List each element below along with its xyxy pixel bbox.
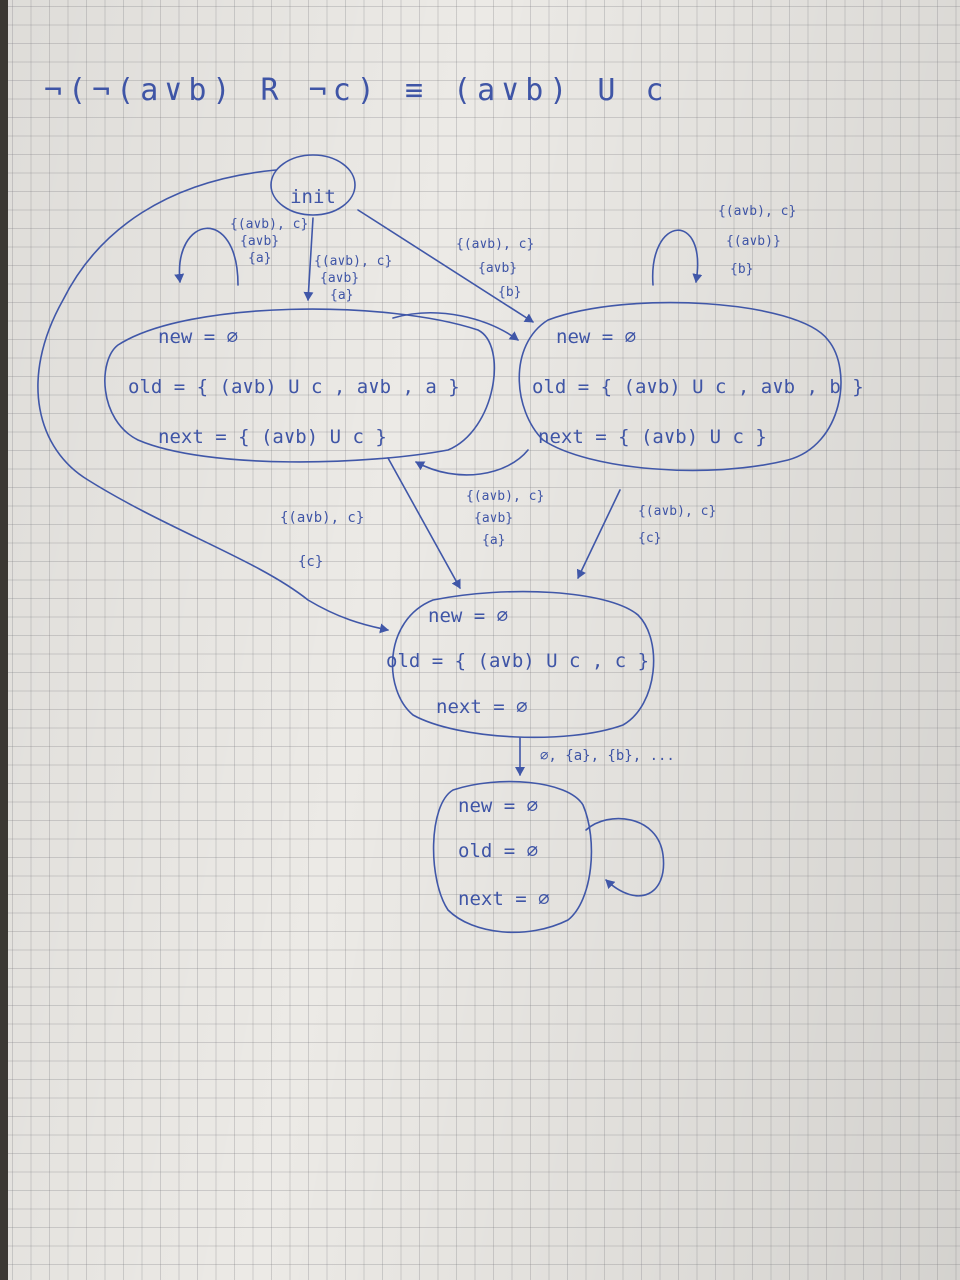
edge-init-s3[interactable]: [37, 169, 389, 634]
state-init[interactable]: init: [270, 154, 356, 216]
edge-init-s2-label-2: {b}: [498, 285, 521, 300]
edge-self-s2-arrow: [652, 229, 703, 286]
edge-init-s3-arrow: [37, 169, 389, 634]
state-2[interactable]: new = ∅ old = { (a∨b) U c , a∨b , b } ne…: [518, 301, 864, 472]
edge-self-s2-label-0: {(a∨b), c}: [718, 204, 796, 219]
state-init-label: init: [290, 186, 336, 208]
state-4-outline: [432, 780, 593, 934]
edge-s3-s4-label: ∅, {a}, {b}, ...: [540, 748, 675, 764]
edge-s3-s4[interactable]: ∅, {a}, {b}, ...: [515, 737, 675, 776]
edge-init-s2-arrow: [357, 209, 534, 323]
edge-s2-s3[interactable]: {(a∨b), c} {c}: [576, 489, 716, 579]
edge-s1-s2[interactable]: [392, 312, 519, 341]
state-2-new: new = ∅: [556, 326, 636, 348]
state-2-next: next = { (a∨b) U c }: [538, 426, 767, 448]
edge-s2-s1-label-2: {a}: [482, 533, 505, 548]
edge-s2-s3-label-0: {(a∨b), c}: [638, 504, 716, 519]
state-init-circle: [270, 154, 356, 216]
edge-self-s2[interactable]: {(a∨b), c} {(a∨b)} {b}: [652, 204, 797, 286]
edge-init-s2-label-0: {(a∨b), c}: [456, 237, 534, 252]
edge-s1-s3-arrow: [387, 457, 461, 589]
edge-init-s1[interactable]: {(a∨b), c} {a∨b} {a}: [303, 217, 392, 303]
formula-text: ¬(¬(a∨b) R ¬c) ≡ (a∨b) U c: [44, 73, 670, 108]
edge-s1-s3[interactable]: {(a∨b), c} {c}: [280, 457, 461, 589]
state-3-old: old = { (a∨b) U c , c }: [386, 650, 649, 672]
edge-self-s2-label-1: {(a∨b)}: [726, 234, 781, 249]
edge-s2-s1-arrow: [415, 449, 529, 476]
edge-s1-s2-arrow: [392, 312, 519, 341]
edge-s2-s1-label-1: {a∨b}: [474, 511, 513, 526]
state-4[interactable]: new = ∅ old = ∅ next = ∅: [432, 780, 593, 934]
edge-init-s1-arrow: [303, 217, 314, 301]
state-2-old: old = { (a∨b) U c , a∨b , b }: [532, 376, 864, 398]
edge-self-s1-label-2: {a}: [248, 251, 271, 266]
state-1-outline: [104, 308, 496, 463]
edge-s2-s3-label-1: {c}: [638, 531, 661, 546]
state-3-outline: [391, 590, 655, 739]
state-1-new: new = ∅: [158, 326, 238, 348]
edge-init-s1-label-0: {(a∨b), c}: [314, 254, 392, 269]
edge-s2-s3-arrow: [576, 489, 621, 579]
edge-init-s2-label-1: {a∨b}: [478, 261, 517, 276]
edge-init-s2[interactable]: {(a∨b), c} {a∨b} {b}: [357, 209, 534, 323]
edge-init-s1-label-2: {a}: [330, 288, 353, 303]
edge-s2-s1-label-0: {(a∨b), c}: [466, 489, 544, 504]
edge-self-s4-arrow: [585, 817, 665, 897]
graph-paper: ¬(¬(a∨b) R ¬c) ≡ (a∨b) U c init new = ∅ …: [8, 0, 960, 1280]
edge-self-s1-label-1: {a∨b}: [240, 234, 279, 249]
state-1-old: old = { (a∨b) U c , a∨b , a }: [128, 376, 460, 398]
state-2-outline: [518, 301, 842, 472]
state-4-next: next = ∅: [458, 888, 550, 910]
edge-init-s1-label-1: {a∨b}: [320, 271, 359, 286]
edge-self-s1-label-0: {(a∨b), c}: [230, 217, 308, 232]
edge-self-s4[interactable]: [585, 817, 665, 897]
edge-s1-s3-label-1: {c}: [298, 554, 323, 570]
edge-self-s1-arrow: [174, 227, 239, 286]
state-1-next: next = { (a∨b) U c }: [158, 426, 387, 448]
edge-s1-s3-label-0: {(a∨b), c}: [280, 510, 364, 526]
state-1[interactable]: new = ∅ old = { (a∨b) U c , a∨b , a } ne…: [104, 308, 496, 463]
state-3-new: new = ∅: [428, 605, 508, 627]
state-4-new: new = ∅: [458, 795, 538, 817]
edge-self-s2-label-2: {b}: [730, 262, 753, 277]
state-3-next: next = ∅: [436, 696, 528, 718]
state-4-old: old = ∅: [458, 840, 538, 862]
edge-s2-s1[interactable]: {(a∨b), c} {a∨b} {a}: [415, 449, 544, 548]
edge-self-s1[interactable]: {(a∨b), c} {a∨b} {a}: [174, 217, 308, 286]
state-3[interactable]: new = ∅ old = { (a∨b) U c , c } next = ∅: [386, 590, 655, 739]
automaton-diagram: ¬(¬(a∨b) R ¬c) ≡ (a∨b) U c init new = ∅ …: [37, 73, 864, 934]
